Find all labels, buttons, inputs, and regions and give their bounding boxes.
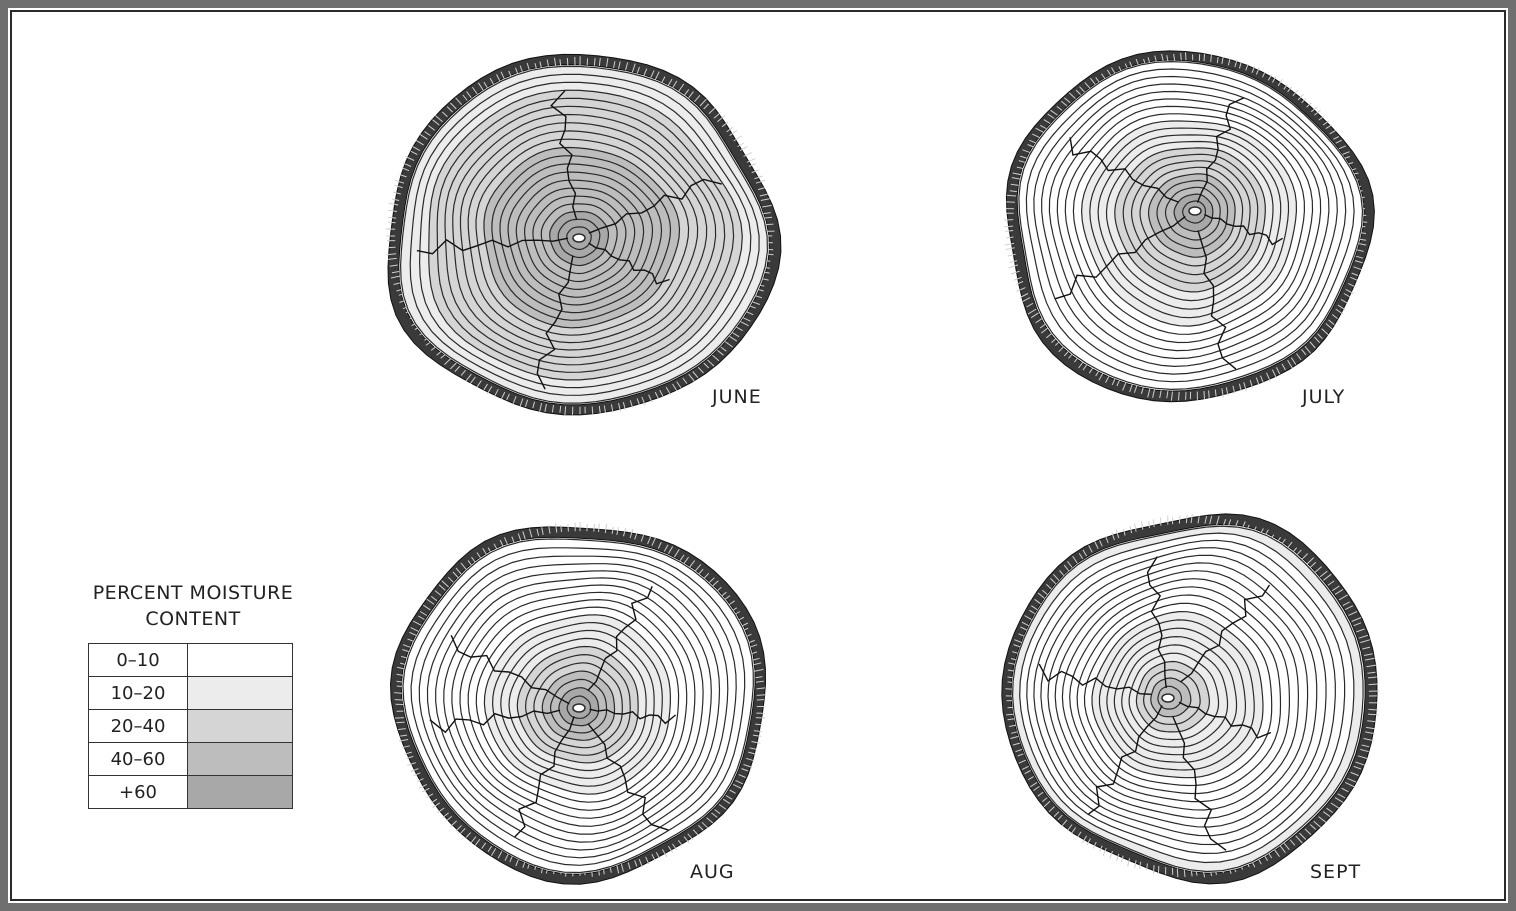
legend-range-label: +60 [89, 776, 188, 809]
log-label-aug: AUG [690, 861, 735, 883]
legend-swatch [188, 776, 293, 809]
legend-range-label: 10–20 [89, 677, 188, 710]
legend-range-label: 40–60 [89, 743, 188, 776]
log-label-sept: SEPT [1310, 861, 1361, 883]
legend-row: 10–20 [89, 677, 293, 710]
log-label-june: JUNE [712, 386, 762, 408]
legend-title-line-2: CONTENT [78, 606, 308, 632]
legend-swatch [188, 677, 293, 710]
legend-row: 0–10 [89, 644, 293, 677]
pith [573, 234, 585, 242]
legend-swatch [188, 644, 293, 677]
legend-title: PERCENT MOISTURE CONTENT [78, 580, 308, 632]
legend-row: 20–40 [89, 710, 293, 743]
legend-table: 0–10 10–20 20–40 40–60 +60 [88, 643, 293, 809]
legend-row: +60 [89, 776, 293, 809]
legend-row: 40–60 [89, 743, 293, 776]
log-cross-section-aug [388, 508, 778, 888]
log-label-july: JULY [1302, 386, 1345, 408]
log-cross-section-sept [998, 506, 1388, 886]
pith [1189, 207, 1201, 215]
legend-range-label: 0–10 [89, 644, 188, 677]
legend-range-label: 20–40 [89, 710, 188, 743]
log-cross-section-july [998, 43, 1383, 413]
legend-swatch [188, 743, 293, 776]
pith [1162, 694, 1174, 702]
pith [573, 704, 585, 712]
legend-title-line-1: PERCENT MOISTURE [78, 580, 308, 606]
legend-swatch [188, 710, 293, 743]
log-cross-section-june [383, 48, 788, 428]
